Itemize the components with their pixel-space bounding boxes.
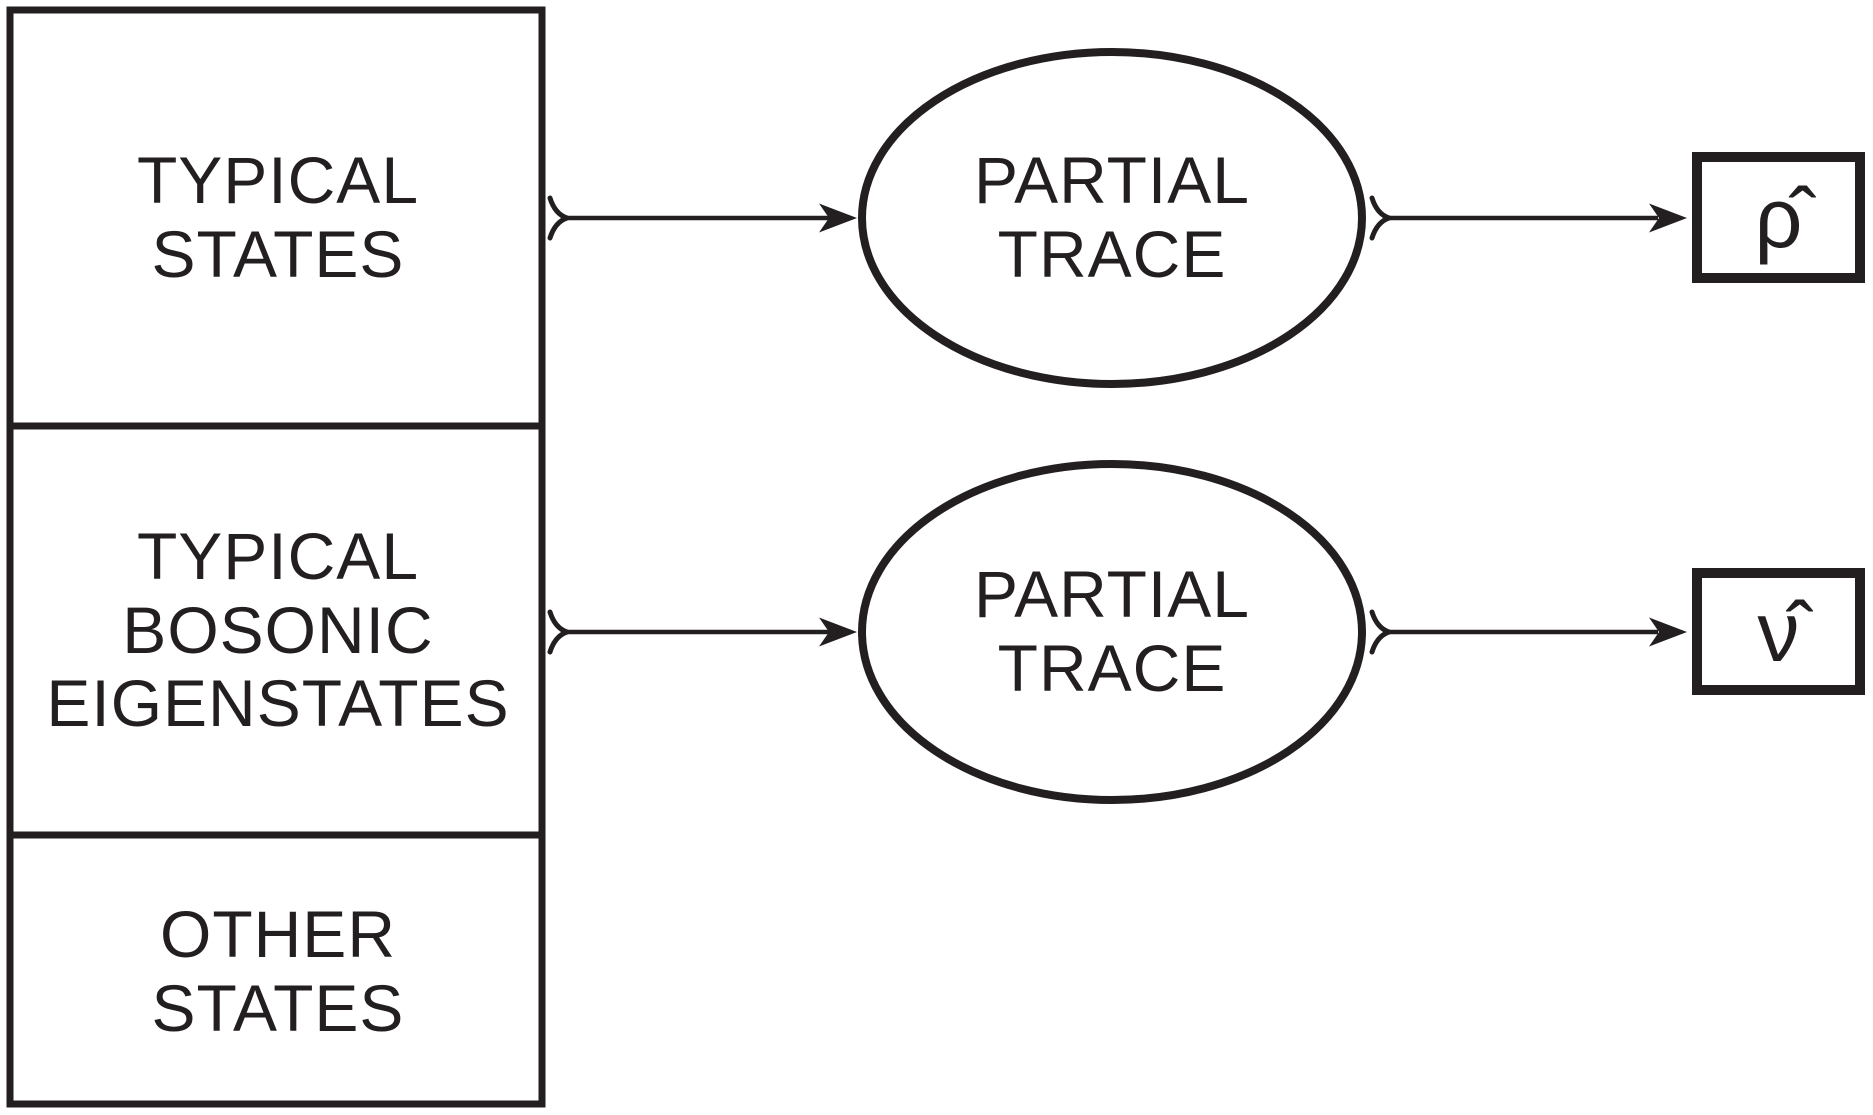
arrowhead-icon: [819, 203, 857, 233]
rho-hat-output-box: [1692, 152, 1865, 283]
nu-hat-symbol: ν̂: [1757, 584, 1800, 679]
fan-in-fork-icon: [1369, 609, 1392, 655]
fan-in-fork-icon: [547, 195, 570, 241]
arrow-bosonic-eigenstates-to-partial-trace: [547, 609, 857, 655]
partial-trace-bottom-label: PARTIAL TRACE: [974, 557, 1250, 705]
arrow-partial-trace-to-rho-hat: [1369, 195, 1687, 241]
fan-in-fork-icon: [1369, 195, 1392, 241]
stack-section-typical-bosonic-eigenstates-label: TYPICAL BOSONIC EIGENSTATES: [46, 518, 510, 741]
arrowhead-icon: [1649, 203, 1687, 233]
partial-trace-ellipse-top: [858, 48, 1366, 388]
stack-section-other-states-label: OTHER STATES: [151, 896, 405, 1045]
rho-hat-symbol: ρ̂: [1754, 170, 1803, 265]
stack-section-typical-states-label: TYPICAL STATES: [136, 143, 420, 291]
fan-in-fork-icon: [547, 609, 570, 655]
arrowhead-icon: [819, 617, 857, 647]
arrowhead-icon: [1649, 617, 1687, 647]
states-stack-box: [6, 6, 546, 1108]
arrow-partial-trace-to-nu-hat: [1369, 609, 1687, 655]
nu-hat-output-box: [1692, 568, 1865, 695]
partial-trace-ellipse-bottom: [858, 460, 1366, 804]
arrow-typical-states-to-partial-trace: [547, 195, 857, 241]
partial-trace-top-label: PARTIAL TRACE: [974, 143, 1250, 291]
